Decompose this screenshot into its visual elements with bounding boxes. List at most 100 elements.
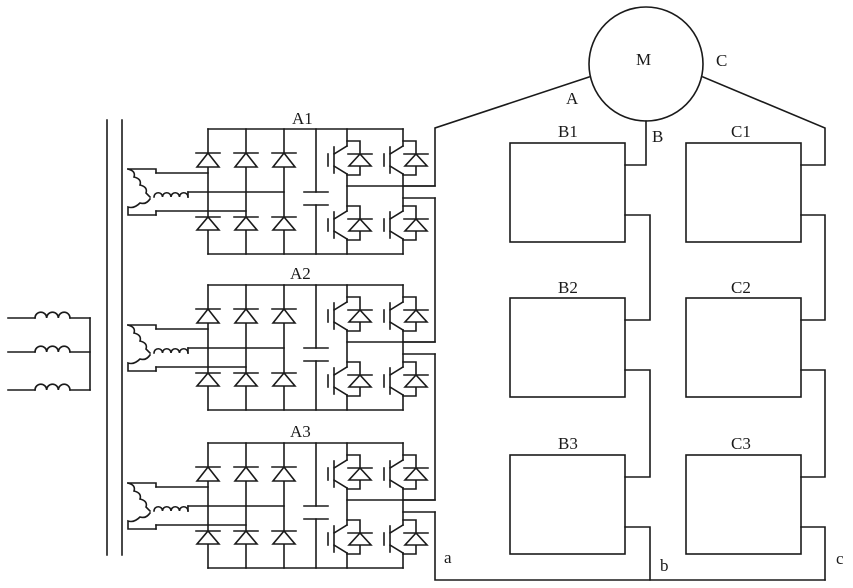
winding-lead: [127, 168, 157, 174]
diode-triangle: [195, 307, 221, 324]
c-cell-1: [685, 142, 802, 243]
antiparallel-diode-icon: [347, 217, 373, 232]
diode-triangle: [403, 373, 429, 388]
neutral-link: [624, 526, 651, 581]
rectifier-diode-icon: [271, 465, 297, 482]
coil: [127, 168, 152, 199]
rectifier-diode-icon: [195, 465, 221, 482]
diode-triangle: [195, 151, 221, 168]
diode-triangle: [233, 529, 259, 545]
diode-triangle: [403, 466, 429, 481]
igbt-icon: [327, 296, 373, 332]
igbt-emitter: [388, 320, 405, 332]
diode-triangle: [403, 308, 429, 323]
cell-label-b2: B2: [558, 278, 578, 297]
primary-coil-icon: [34, 345, 71, 353]
diode-triangle: [403, 152, 429, 167]
wiring: [7, 6, 826, 581]
antiparallel-diode-icon: [347, 152, 373, 167]
diode-triangle: [233, 371, 259, 387]
cell-label-c2: C2: [731, 278, 751, 297]
igbt-emitter: [388, 229, 405, 241]
power-cell-a3: [127, 442, 436, 569]
igbt-collector: [332, 300, 349, 312]
phase-label-b: B: [652, 127, 663, 146]
rectifier-diode-icon: [195, 307, 221, 324]
rectifier-diode-icon: [271, 151, 297, 168]
rectifier-diode-icon: [233, 465, 259, 482]
power-cells-a: [127, 128, 436, 569]
igbt-icon: [327, 519, 373, 555]
igbt-icon: [383, 519, 429, 555]
igbt-emitter: [332, 229, 349, 241]
coil: [127, 511, 157, 530]
antiparallel-diode-icon: [403, 308, 429, 323]
igbt-emitter: [332, 385, 349, 397]
rectifier-diode-icon: [195, 215, 221, 231]
b-cell-1: [509, 142, 626, 243]
cell-label-a3: A3: [290, 422, 311, 441]
igbt-collector: [388, 209, 405, 221]
motor-label: M: [636, 50, 651, 69]
diode-triangle: [271, 151, 297, 168]
diode-triangle: [195, 215, 221, 231]
igbt-collector: [388, 144, 405, 156]
labels: M A B C A1 A2 A3 B1 B2 B3 C1 C2 C3 a b c: [290, 50, 844, 575]
b-cell-3: [509, 454, 626, 555]
antiparallel-diode-icon: [347, 466, 373, 481]
secondary-winding-icon: [127, 482, 189, 530]
igbt-collector: [332, 458, 349, 470]
igbt-icon: [383, 296, 429, 332]
antiparallel-diode-icon: [347, 373, 373, 388]
igbt-icon: [383, 454, 429, 490]
neutral-label-b: b: [660, 556, 669, 575]
neutral-wire: [434, 511, 826, 581]
cell-label-c1: C1: [731, 122, 751, 141]
rectifier-diode-icon: [195, 151, 221, 168]
coil: [127, 353, 157, 372]
igbt-collector: [332, 144, 349, 156]
igbt-emitter: [388, 478, 405, 490]
secondary-winding-icon: [127, 168, 189, 216]
rectifier-diode-icon: [233, 215, 259, 231]
igbt-emitter: [388, 543, 405, 555]
antiparallel-diode-icon: [403, 466, 429, 481]
igbt-collector: [332, 365, 349, 377]
antiparallel-diode-icon: [403, 373, 429, 388]
igbt-emitter: [332, 164, 349, 176]
phase-b-wire: [624, 120, 647, 166]
b-cell-2: [509, 297, 626, 398]
cell-label-a1: A1: [292, 109, 313, 128]
diode-triangle: [233, 465, 259, 482]
igbt-collector: [388, 458, 405, 470]
diode-triangle: [195, 465, 221, 482]
secondary-winding-icon: [127, 324, 189, 372]
neutral-label-a: a: [444, 548, 452, 567]
igbt-icon: [383, 205, 429, 241]
igbt-emitter: [332, 320, 349, 332]
igbt-icon: [327, 205, 373, 241]
series-link: [624, 214, 651, 321]
diode-triangle: [347, 152, 373, 167]
primary-coil-icon: [34, 311, 71, 319]
rectifier-diode-icon: [271, 529, 297, 545]
series-link: [800, 214, 826, 321]
neutral-label-c: c: [836, 549, 844, 568]
antiparallel-diode-icon: [347, 308, 373, 323]
rectifier-diode-icon: [271, 307, 297, 324]
power-cell-a1: [127, 128, 436, 255]
c-cell-2: [685, 297, 802, 398]
series-link: [800, 369, 826, 478]
winding-lead: [127, 324, 157, 330]
igbt-emitter: [332, 478, 349, 490]
diode-triangle: [195, 371, 221, 387]
antiparallel-diode-icon: [403, 531, 429, 546]
igbt-collector: [332, 523, 349, 535]
coil: [127, 482, 152, 513]
igbt-collector: [388, 523, 405, 535]
diode-triangle: [271, 307, 297, 324]
igbt-emitter: [388, 385, 405, 397]
diode-triangle: [347, 308, 373, 323]
